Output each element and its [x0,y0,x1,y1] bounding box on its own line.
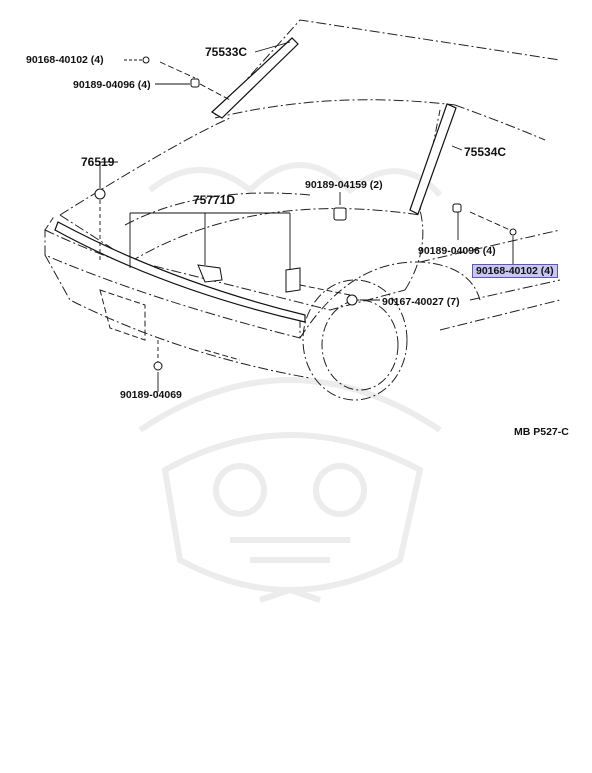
label-90189-04096-top[interactable]: 90189-04096 (4) [73,79,151,91]
hood-molding [54,221,306,323]
diagram-code: MB P527-C [514,426,569,438]
label-75533c[interactable]: 75533C [205,45,248,59]
label-90168-40102-right-highlighted[interactable]: 90168-40102 (4) [472,264,558,278]
leader-lines [99,41,514,392]
label-76519[interactable]: 76519 [81,155,115,169]
label-75534c[interactable]: 75534C [464,145,507,159]
watermark-logo [138,162,443,603]
label-90168-40102-top[interactable]: 90168-40102 (4) [26,54,104,66]
fasteners [94,56,517,371]
pillar-moldings [211,37,457,215]
label-75771d[interactable]: 75771D [193,193,236,207]
label-90189-04096-right[interactable]: 90189-04096 (4) [418,245,496,257]
label-90189-04069[interactable]: 90189-04069 [120,389,182,401]
label-90167-40027[interactable]: 90167-40027 (7) [382,296,460,308]
label-90189-04159[interactable]: 90189-04159 (2) [305,179,383,191]
